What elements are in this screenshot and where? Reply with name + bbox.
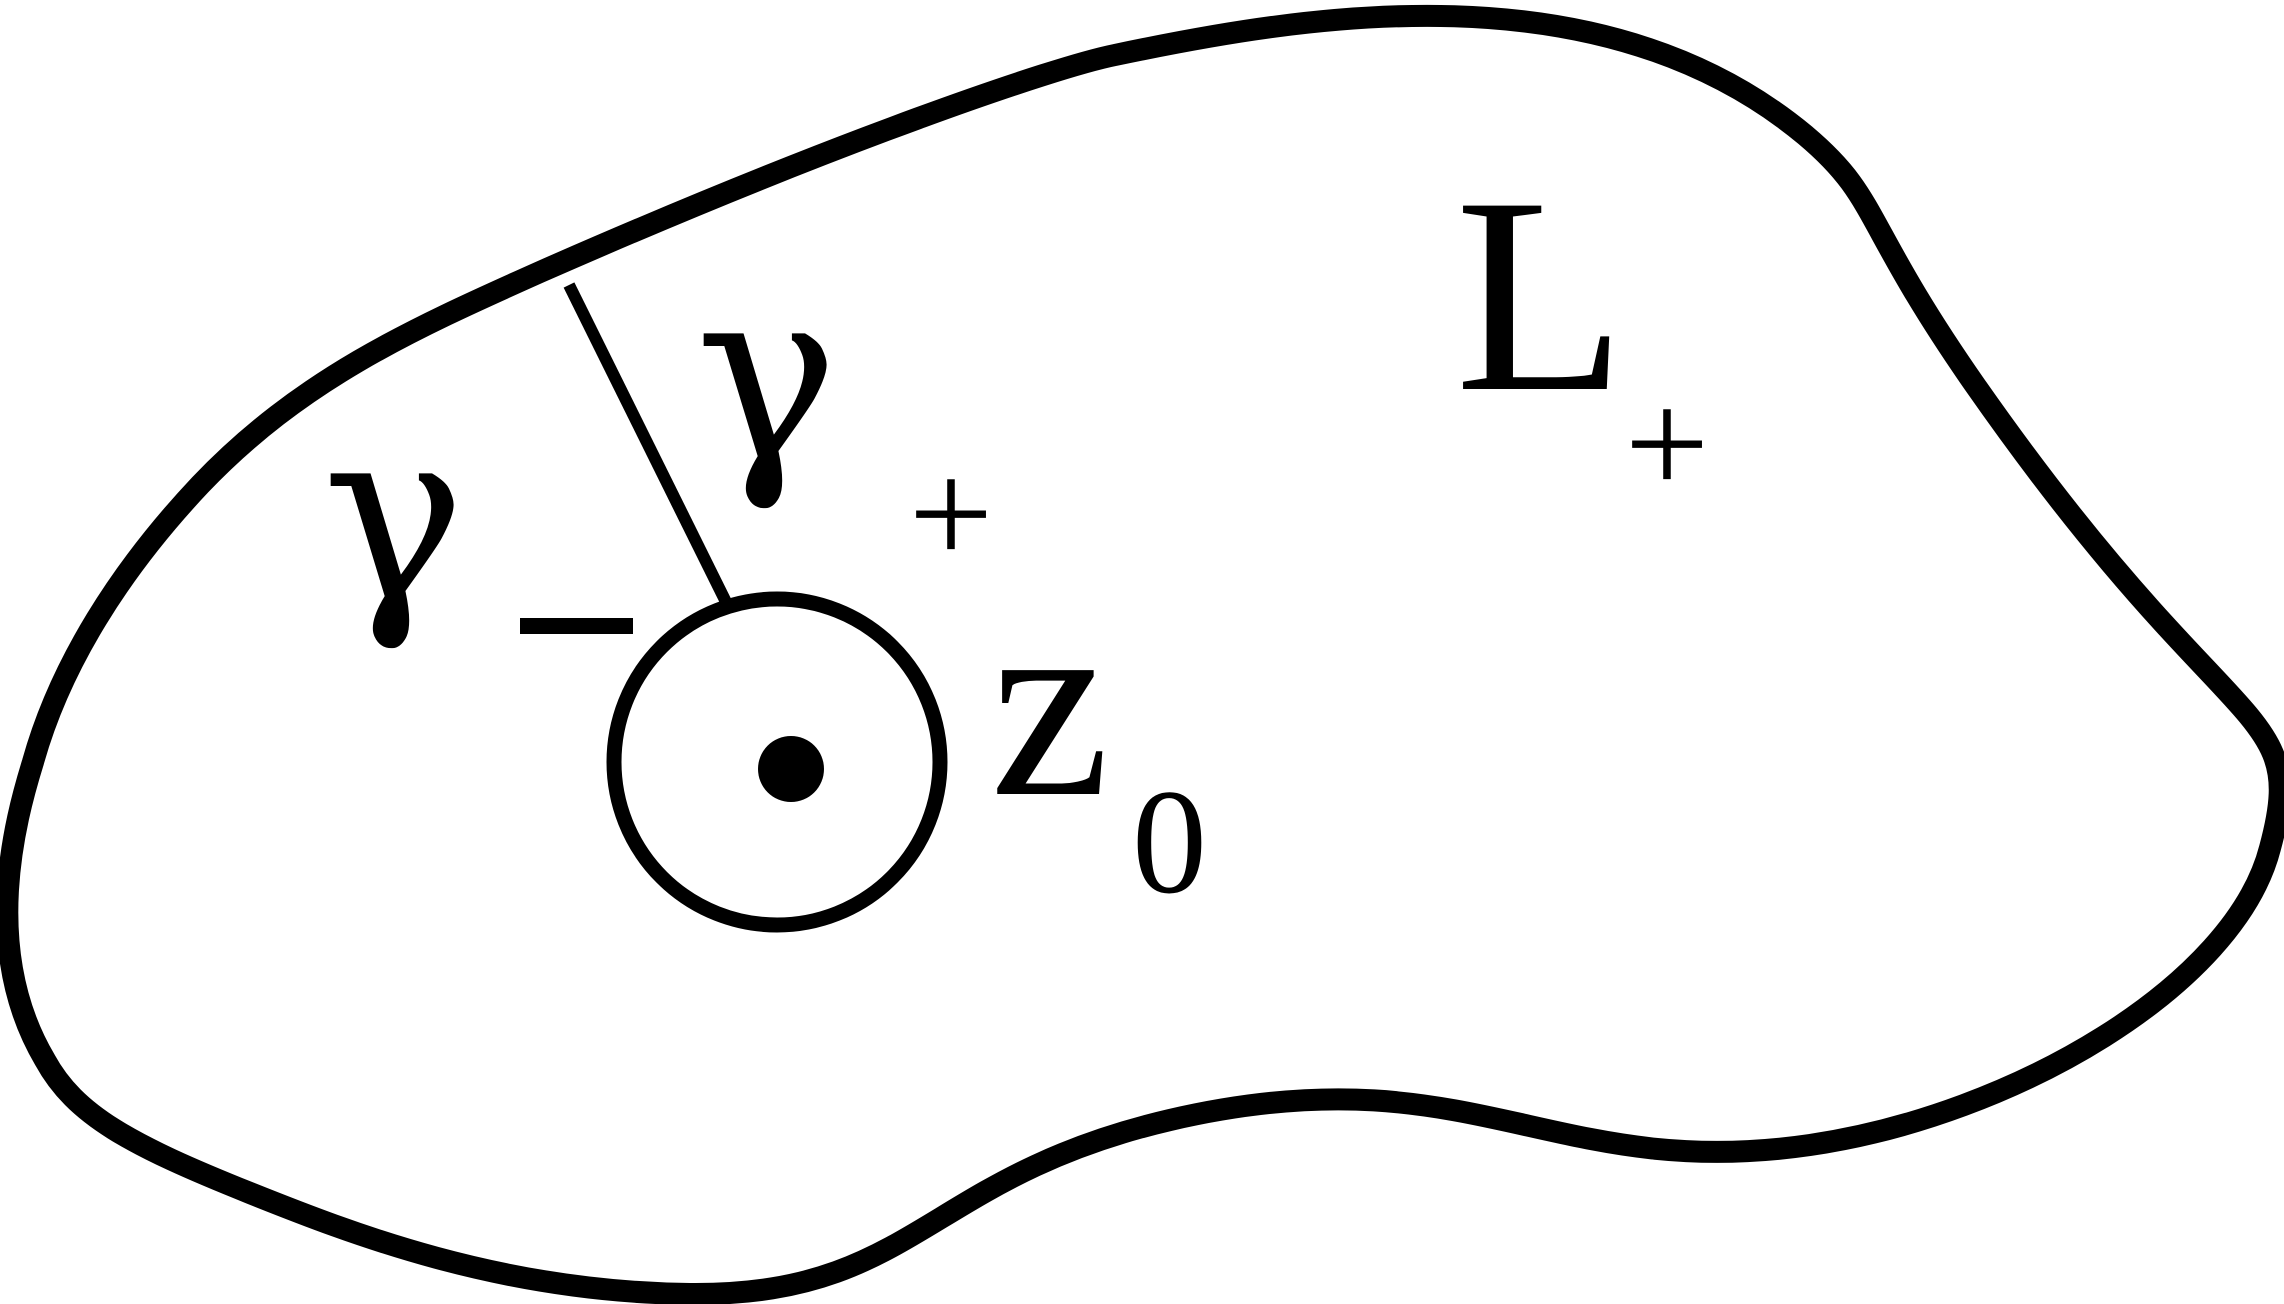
outer-boundary-curve (0, 4, 2284, 1304)
z-subscript-zero: 0 (1132, 759, 1207, 925)
gamma-minus-symbol: γ (322, 375, 465, 655)
point-z0-dot (758, 736, 824, 802)
region-label-L: L (1455, 139, 1626, 450)
gamma-plus-symbol: γ (695, 235, 838, 515)
cut-segment (563, 282, 732, 605)
minus-sign (520, 618, 633, 634)
z-label: z (990, 554, 1110, 853)
inner-circle (606, 591, 948, 933)
region-plus-sign: + (1625, 361, 1710, 527)
gamma-plus-sign: + (909, 431, 994, 597)
